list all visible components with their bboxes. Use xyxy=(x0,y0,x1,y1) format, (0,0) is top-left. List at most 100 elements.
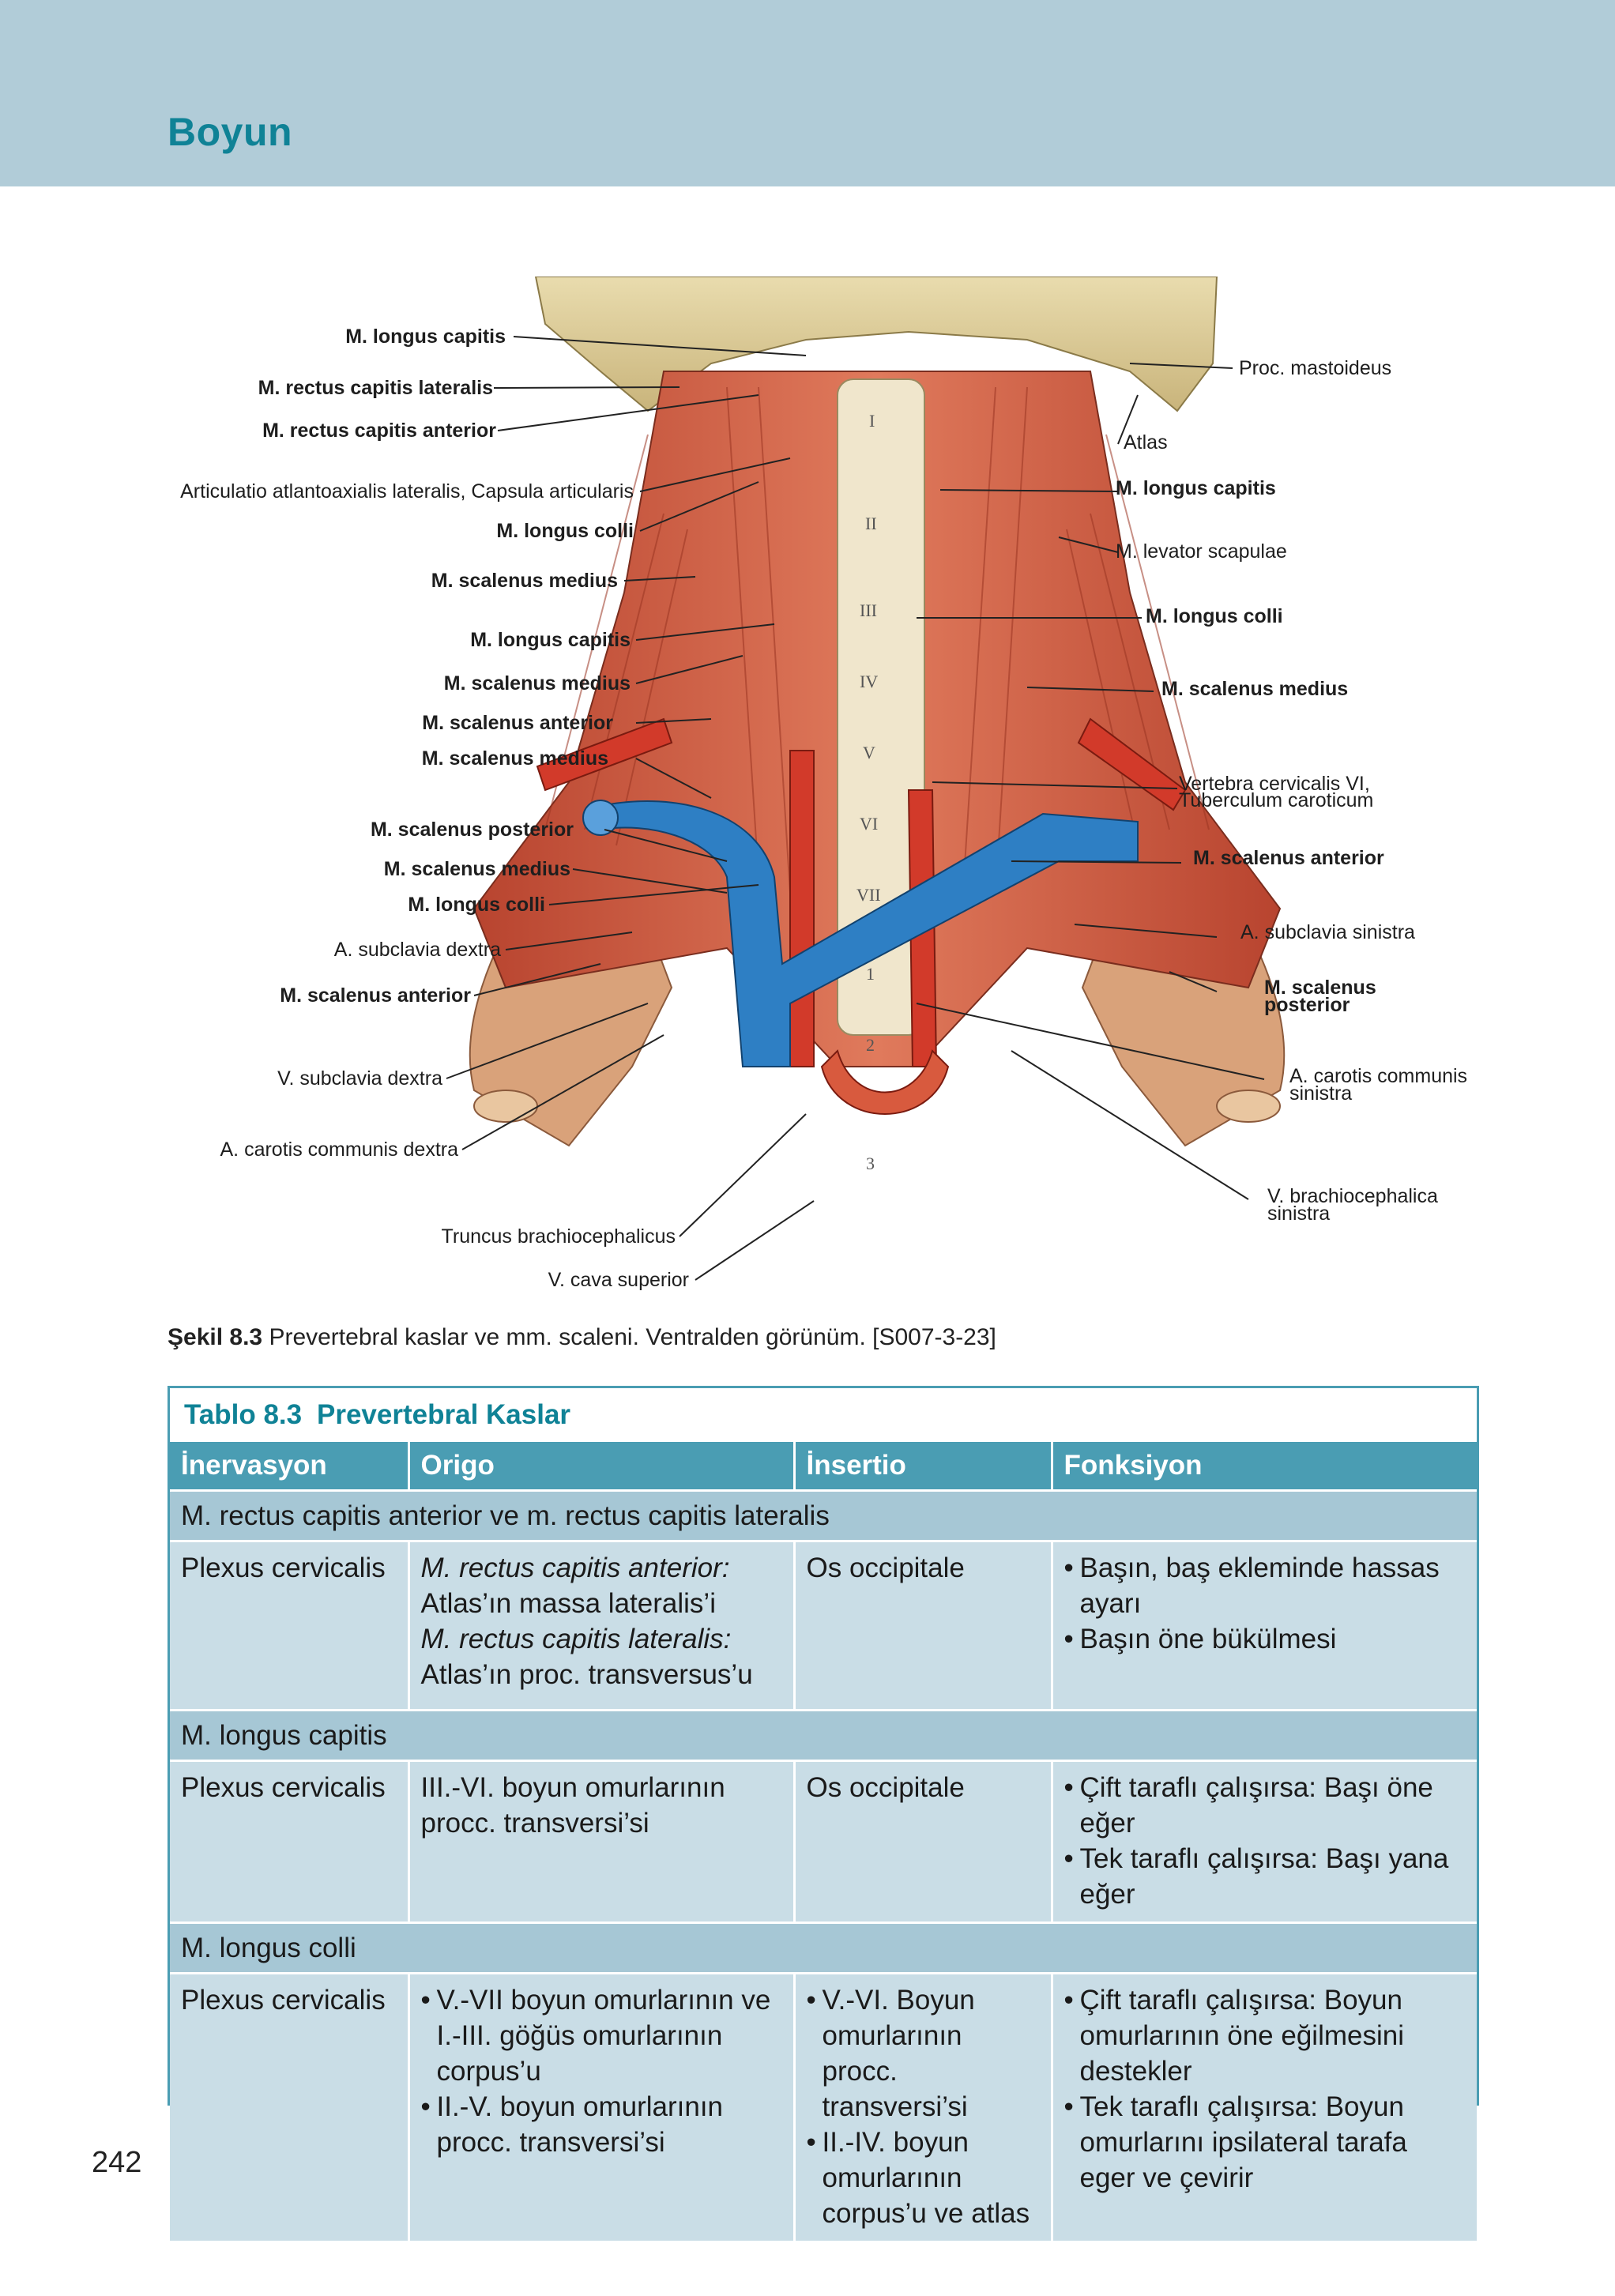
label-m-rectus-capitis-anterior: M. rectus capitis anterior xyxy=(262,420,496,442)
label-m-levator-scapulae: M. levator scapulae xyxy=(1116,540,1287,563)
section-name: M. rectus capitis anterior ve m. rectus … xyxy=(170,1489,1477,1541)
muscle-data-table: İnervasyon Origo İnsertio Fonksiyon M. r… xyxy=(170,1442,1477,2241)
label-a-carotis-communis-dextra: A. carotis communis dextra xyxy=(220,1139,459,1161)
label-m-scalenus-anterior-right: M. scalenus anterior xyxy=(1193,847,1384,869)
label-a-subclavia-sinistra: A. subclavia sinistra xyxy=(1240,921,1415,943)
label-v-subclavia-dextra: V. subclavia dextra xyxy=(277,1067,442,1090)
label-v-brachiocephalica-sinistra-2: sinistra xyxy=(1267,1203,1331,1225)
cell-function: Başın, baş ekleminde hassas ayarı Başın … xyxy=(1052,1540,1477,1711)
cell-origo: III.-VI. boyun omurlarının procc. transv… xyxy=(408,1760,796,1923)
label-truncus-brachiocephalicus: Truncus brachiocephalicus xyxy=(441,1225,676,1248)
cell-insertio: V.-VI. Boyun omurlarının procc. transver… xyxy=(794,1972,1053,2241)
vertebra-numeral: V xyxy=(863,743,875,762)
label-m-longus-colli: M. longus colli xyxy=(496,520,634,542)
label-m-longus-capitis-right: M. longus capitis xyxy=(1116,477,1276,499)
function-item: Çift taraflı çalışırsa: Boyun omurlarını… xyxy=(1064,1982,1466,2089)
label-v-cava-superior: V. cava superior xyxy=(548,1269,689,1291)
cell-insertio: Os occipitale xyxy=(794,1760,1053,1923)
function-item: Başın öne bükülmesi xyxy=(1064,1621,1466,1657)
label-m-scalenus-posterior: M. scalenus posterior xyxy=(370,819,574,841)
table-title: Prevertebral Kaslar xyxy=(317,1399,571,1430)
figure-caption: Şekil 8.3 Prevertebral kaslar ve mm. sca… xyxy=(168,1324,996,1351)
origo-line: Atlas’ın proc. transversus’u xyxy=(420,1659,753,1690)
label-m-longus-capitis-2: M. longus capitis xyxy=(470,629,631,651)
aortic-arch xyxy=(820,1049,950,1115)
label-a-carotis-communis-sinistra-2: sinistra xyxy=(1289,1082,1353,1105)
table-title-bar: Tablo 8.3 Prevertebral Kaslar xyxy=(170,1388,1477,1442)
function-item: Başın, baş ekleminde hassas ayarı xyxy=(1064,1550,1466,1621)
vertebra-numeral: III xyxy=(860,600,877,620)
cell-innervation: Plexus cervicalis xyxy=(170,1760,410,1923)
function-item: Çift taraflı çalışırsa: Başı öne eğer xyxy=(1064,1770,1466,1841)
table-label: Tablo 8.3 xyxy=(184,1399,303,1430)
label-a-carotis-communis-sinistra-1: A. carotis communis xyxy=(1289,1065,1468,1087)
origo-line: M. rectus capitis anterior: xyxy=(420,1553,730,1583)
figure-caption-text: Prevertebral kaslar ve mm. scaleni. Vent… xyxy=(269,1324,996,1350)
cut-muscle-left xyxy=(473,1090,538,1123)
label-m-longus-colli-right: M. longus colli xyxy=(1146,605,1283,627)
label-proc-mastoideus: Proc. mastoideus xyxy=(1239,357,1392,379)
function-item: Tek taraflı çalışırsa: Boyun omurlarını … xyxy=(1064,2089,1466,2196)
label-tuberculum-caroticum: Tuberculum caroticum xyxy=(1179,789,1374,811)
origo-item: II.-V. boyun omurlarının procc. transver… xyxy=(421,2089,782,2160)
anatomical-figure: I II III IV V VI VII 1 2 3 xyxy=(158,277,1501,1304)
table-header-row: İnervasyon Origo İnsertio Fonksiyon xyxy=(170,1442,1477,1491)
label-m-rectus-capitis-lateralis: M. rectus capitis lateralis xyxy=(258,377,493,399)
cell-innervation: Plexus cervicalis xyxy=(170,1540,410,1711)
label-v-brachiocephalica-sinistra-1: V. brachiocephalica xyxy=(1267,1185,1438,1207)
cell-function: Çift taraflı çalışırsa: Başı öne eğer Te… xyxy=(1052,1760,1477,1923)
vertebra-numeral: IV xyxy=(860,672,878,691)
left-common-carotid xyxy=(789,750,815,1067)
label-atlas: Atlas xyxy=(1124,431,1168,454)
leader-lines xyxy=(446,336,1265,1281)
origo-line: M. rectus capitis lateralis: xyxy=(420,1624,732,1654)
label-m-scalenus-anterior: M. scalenus anterior xyxy=(422,712,613,734)
subclavia-sinistra xyxy=(1077,717,1187,811)
header-function: Fonksiyon xyxy=(1052,1442,1477,1491)
vertebra-numeral: VI xyxy=(860,814,878,834)
header-origo: Origo xyxy=(408,1442,796,1491)
section-row: M. longus colli xyxy=(170,1921,1477,1974)
vertebra-numeral: VII xyxy=(856,885,881,905)
cell-origo: M. rectus capitis anterior: Atlas’ın mas… xyxy=(408,1540,796,1711)
origo-item: V.-VII boyun omurlarının ve I.-III. göğü… xyxy=(421,1982,782,2089)
label-m-scalenus-medius: M. scalenus medius xyxy=(431,570,618,592)
vertebra-numeral: 2 xyxy=(866,1035,875,1055)
cell-origo: V.-VII boyun omurlarının ve I.-III. göğü… xyxy=(408,1972,796,2241)
cell-innervation: Plexus cervicalis xyxy=(170,1972,410,2241)
section-name: M. longus colli xyxy=(170,1921,1477,1974)
vertebra-numeral: 1 xyxy=(866,964,875,984)
subclavia-dextra-vein-end xyxy=(582,800,619,836)
vena-cava-and-brachiocephalic xyxy=(600,800,1139,1067)
chapter-header-bar: Boyun xyxy=(0,0,1615,186)
vertebra-numeral: 3 xyxy=(866,1154,875,1173)
function-item: Tek taraflı çalışırsa: Başı yana eğer xyxy=(1064,1841,1466,1912)
header-insertio: İnsertio xyxy=(794,1442,1053,1491)
skull-base xyxy=(534,277,1218,412)
label-m-scalenus-anterior-2: M. scalenus anterior xyxy=(280,984,471,1007)
label-m-scalenus-medius-4: M. scalenus medius xyxy=(383,858,570,880)
vertebra-numeral: II xyxy=(865,514,877,533)
label-m-scalenus-medius-2: M. scalenus medius xyxy=(443,672,631,694)
figure-number: Şekil 8.3 xyxy=(168,1324,263,1350)
vertebra-numerals: I II III IV V VI VII 1 2 3 xyxy=(856,411,881,1173)
label-m-scalenus-medius-3: M. scalenus medius xyxy=(421,747,608,770)
vertebra-numeral: I xyxy=(869,411,875,431)
insertio-item: V.-VI. Boyun omurlarının procc. transver… xyxy=(807,1982,1040,2125)
cell-function: Çift taraflı çalışırsa: Boyun omurlarını… xyxy=(1052,1972,1477,2241)
label-m-scalenus-posterior-right-1: M. scalenus xyxy=(1264,977,1376,999)
label-m-scalenus-medius-right: M. scalenus medius xyxy=(1161,678,1349,700)
neck-illustration: I II III IV V VI VII 1 2 3 xyxy=(446,277,1286,1281)
label-a-subclavia-dextra: A. subclavia dextra xyxy=(333,939,501,961)
label-m-longus-colli-2: M. longus colli xyxy=(408,894,545,916)
label-m-longus-capitis: M. longus capitis xyxy=(345,326,506,348)
table-row: Plexus cervicalis III.-VI. boyun omurlar… xyxy=(170,1760,1477,1923)
vertebral-column xyxy=(837,378,925,1036)
page-number: 242 xyxy=(92,2146,142,2179)
header-innervation: İnervasyon xyxy=(170,1442,410,1491)
insertio-item: II.-IV. boyun omurlarının corpus’u ve at… xyxy=(807,2125,1040,2231)
subclavia-dextra xyxy=(536,717,673,792)
table-row: Plexus cervicalis M. rectus capitis ante… xyxy=(170,1540,1477,1711)
section-name: M. longus capitis xyxy=(170,1709,1477,1761)
label-articulatio-atlantoaxialis: Articulatio atlantoaxialis lateralis, Ca… xyxy=(180,480,634,502)
